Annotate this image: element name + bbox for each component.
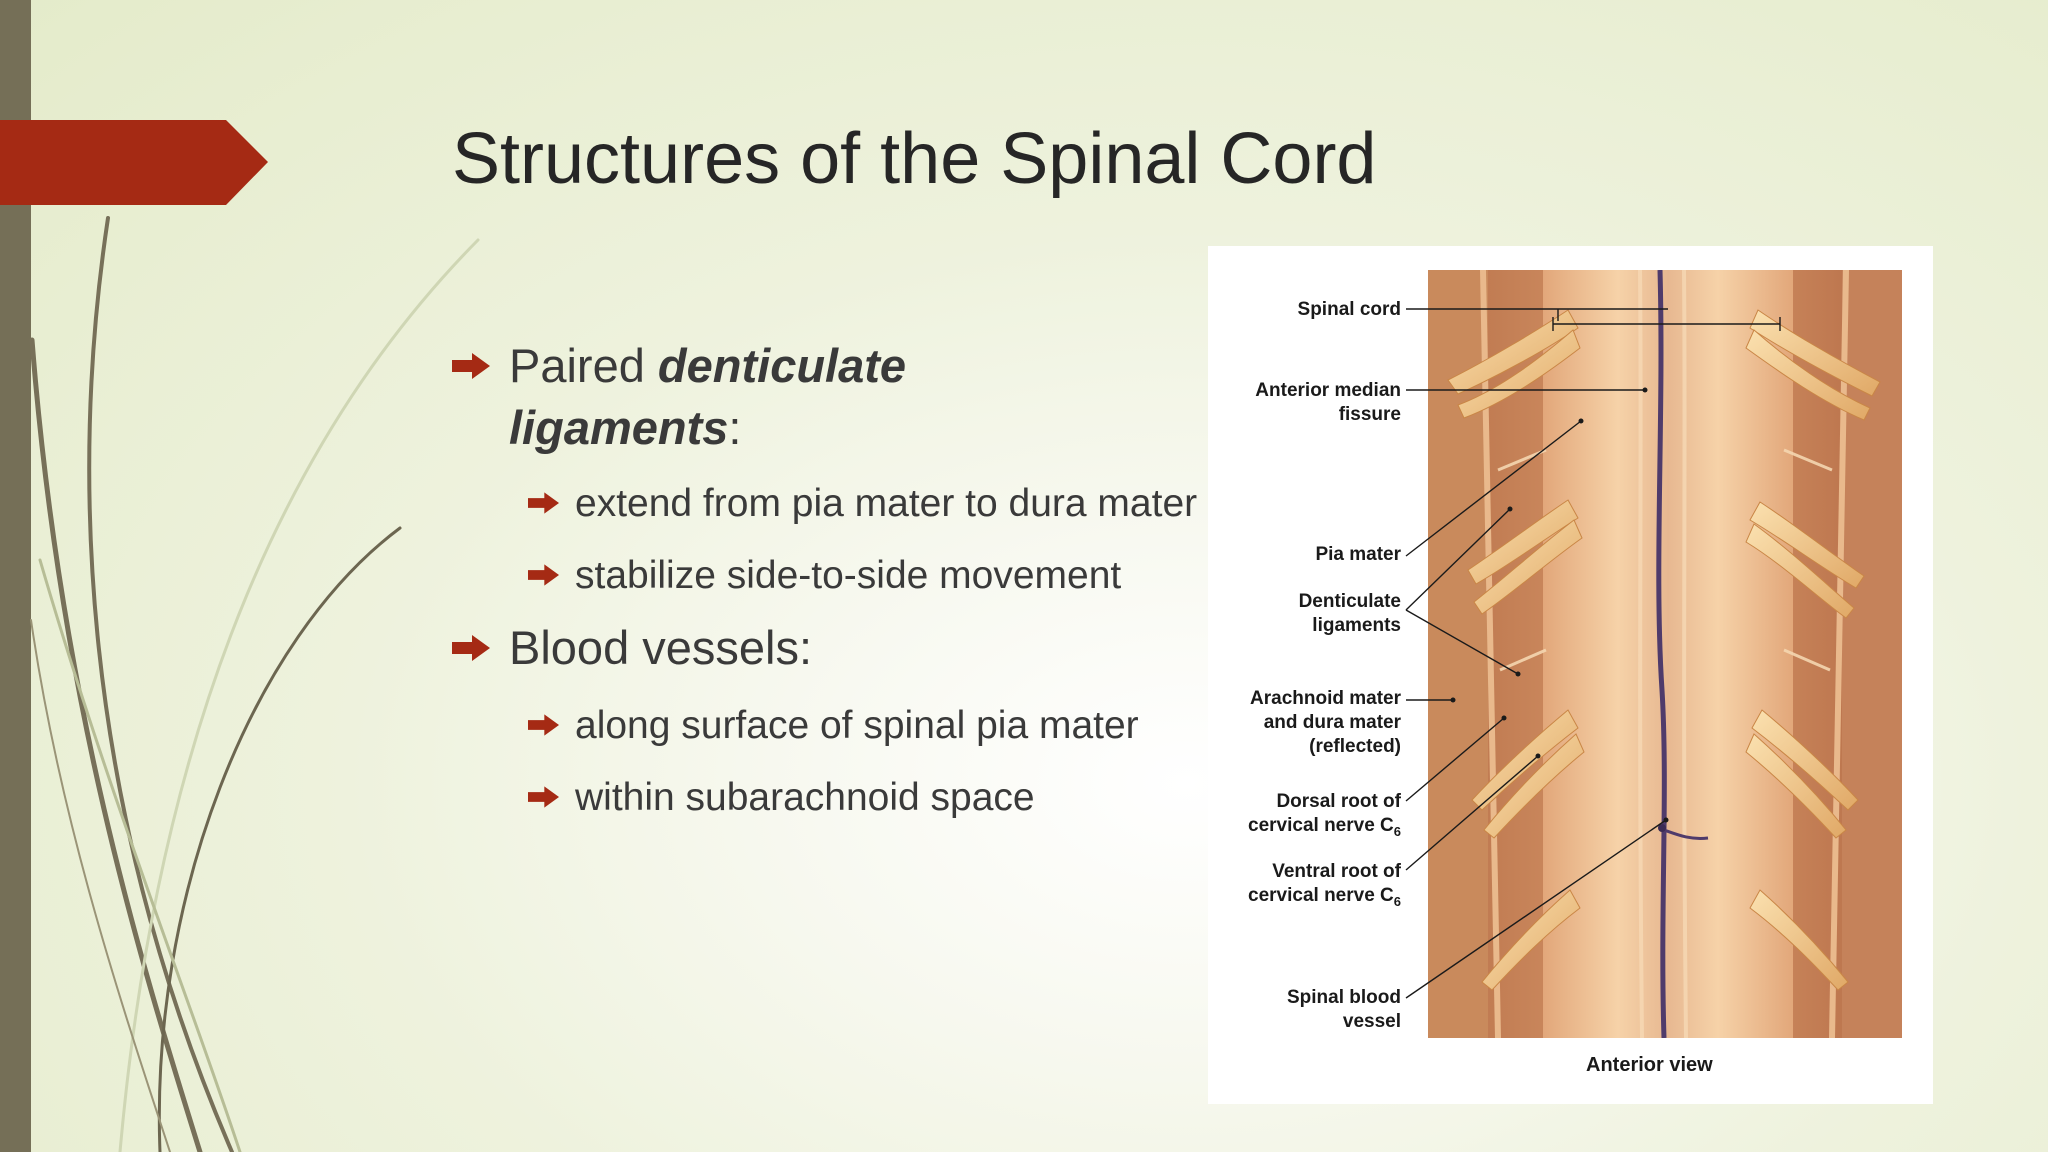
bullet-emphasis-ligaments: ligaments (509, 401, 729, 454)
label-spinal-cord: Spinal cord (1297, 299, 1401, 320)
spinal-cord-illustration (1428, 270, 1902, 1038)
label-dorsal-root: Dorsal root of cervical nerve C6 (1248, 791, 1401, 839)
sub-bullet-surface: along surface of spinal pia mater (450, 700, 1210, 751)
bullet-denticulate-ligaments: Paired denticulate ligaments: (450, 335, 1210, 459)
sub-bullet-text: stabilize side-to-side movement (575, 554, 1122, 597)
sub-bullet-text: within subarachnoid space (575, 776, 1035, 819)
sub-bullet-extend: extend from pia mater to dura mater (450, 478, 1210, 529)
bullet-prefix: Paired (509, 339, 658, 392)
bullet-emphasis-denticulate: denticulate (657, 339, 907, 392)
label-ventral-root: Ventral root of cervical nerve C6 (1248, 861, 1401, 909)
label-anterior-median-fissure: Anterior median fissure (1255, 380, 1401, 425)
bullet-blood-vessels: Blood vessels: (450, 617, 1210, 679)
arrow-bullet-icon (452, 353, 490, 379)
bullet-suffix: : (728, 401, 742, 454)
bullet-list: Paired denticulate ligaments: extend fro… (450, 335, 1210, 823)
sub-bullet-subarachnoid: within subarachnoid space (450, 772, 1210, 823)
figure-leader-lines (1405, 308, 1781, 999)
label-denticulate-ligaments: Denticulate ligaments (1298, 591, 1401, 636)
arrow-bullet-icon (528, 714, 559, 736)
sub-bullet-text: along surface of spinal pia mater (575, 704, 1139, 747)
arrow-bullet-icon (528, 786, 559, 808)
arrow-bullet-icon (528, 492, 559, 514)
arrow-bullet-icon (528, 564, 559, 586)
title-accent-arrow (0, 120, 268, 205)
bullet-text: Blood vessels: (509, 621, 813, 674)
sub-bullet-stabilize: stabilize side-to-side movement (450, 550, 1210, 601)
sub-bullet-text: extend from pia mater to dura mater (575, 482, 1198, 525)
spinal-cord-figure: Spinal cord Anterior median fissure Pia … (1208, 246, 1933, 1104)
label-arachnoid-dura: Arachnoid mater and dura mater (reflecte… (1250, 688, 1401, 757)
label-pia-mater: Pia mater (1315, 544, 1401, 565)
slide-title: Structures of the Spinal Cord (452, 119, 1377, 199)
decorative-swooshes (29, 216, 480, 1152)
figure-caption: Anterior view (1586, 1054, 1713, 1076)
arrow-bullet-icon (452, 635, 490, 661)
label-spinal-blood-vessel: Spinal blood vessel (1287, 987, 1401, 1032)
spinal-cord-photo (1428, 270, 1902, 1038)
